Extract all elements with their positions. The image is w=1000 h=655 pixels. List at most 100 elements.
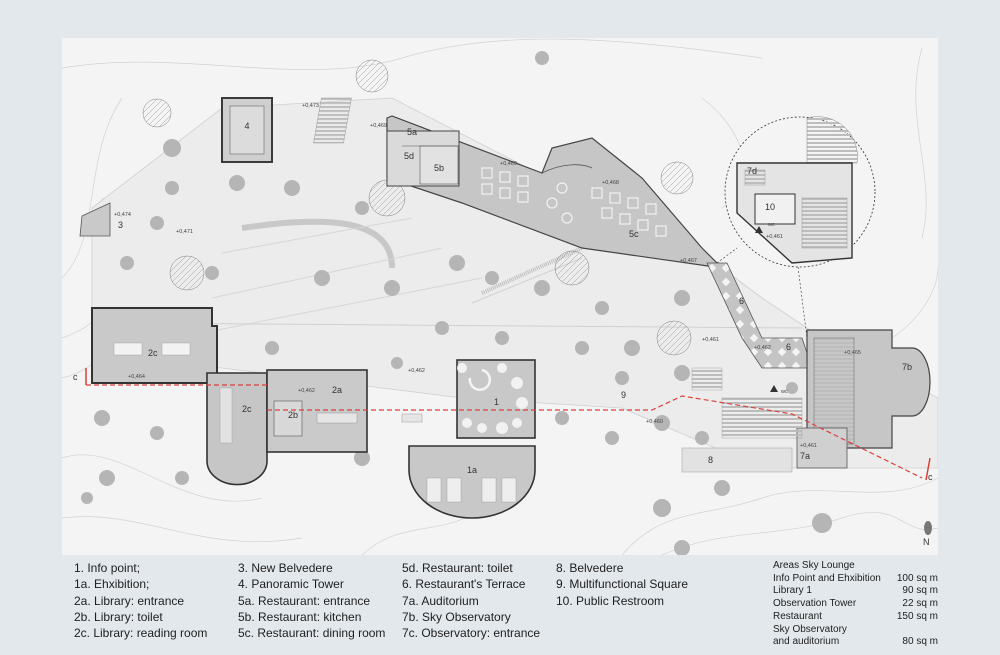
legend-item: 5d. Restaurant: toilet	[402, 561, 513, 575]
legend: 1. Info point; 1a. Ehxibition; 2a. Libra…	[62, 560, 938, 650]
restroom-detail-inset: 7d 10 wc +0,461	[716, 116, 876, 339]
large-trees	[142, 59, 694, 356]
label-2b: 2b	[288, 410, 298, 420]
label-4: 4	[244, 121, 249, 131]
section-line: c c	[73, 368, 933, 482]
library-wing: 2c 2a 2b	[206, 369, 368, 486]
label-3: 3	[118, 220, 123, 230]
legend-column-1: 1. Info point; 1a. Ehxibition; 2a. Libra…	[74, 560, 207, 641]
area-value: 80 sq m	[902, 636, 938, 648]
label-2a: 2a	[332, 385, 342, 395]
legend-item: 7b. Sky Observatory	[402, 609, 511, 624]
area-row: Restaurant 150 sq m	[773, 611, 938, 624]
legend-item: 5c. Restaurant: dining room	[238, 626, 386, 641]
stairs-south	[721, 397, 803, 439]
elevation-marks: +0,473 +0,469 +0,469 +0,468 +0,474 +0,47…	[114, 103, 861, 449]
label-1a: 1a	[467, 465, 477, 475]
area-row: and auditorium 80 sq m	[773, 636, 938, 649]
label-2c-alt: 2c	[242, 404, 252, 414]
belvedere	[681, 447, 793, 473]
elev-4: +0,468	[602, 180, 619, 186]
areas-table: Areas Sky Lounge Info Point and Ehxibiti…	[773, 560, 938, 649]
area-name: Info Point and Ehxibition	[773, 572, 881, 584]
legend-item: 5b. Restaurant: kitchen	[238, 609, 362, 624]
legend-item: 2c. Library: reading room	[74, 626, 208, 641]
new-belvedere	[79, 202, 111, 237]
legend-column-2: 3. New Belvedere 4. Panoramic Tower 5a. …	[238, 560, 385, 641]
area-name: Observation Tower	[773, 598, 857, 610]
area-name: Sky Observatory	[773, 623, 847, 635]
elev-16: +0,461	[766, 234, 783, 240]
trees	[81, 51, 889, 555]
area-value: 90 sq m	[902, 585, 938, 597]
elev-15: +0,461	[800, 443, 817, 449]
elev-13: +0,462	[408, 368, 425, 374]
elev-10: +0,465	[844, 350, 861, 356]
legend-item: 10. Public Restroom	[556, 593, 665, 608]
label-wc: wc	[780, 389, 788, 395]
elev-12: +0,462	[298, 388, 315, 394]
legend-item: 3. New Belvedere	[238, 561, 333, 575]
areas-title: Areas Sky Lounge	[773, 560, 855, 571]
elev-6: +0,471	[176, 229, 193, 235]
label-6b: 6	[786, 342, 791, 352]
area-row: Sky Observatory	[773, 624, 938, 637]
legend-column-4: 8. Belvedere 9. Multifunctional Square 1…	[556, 560, 688, 609]
area-row: Observation Tower 22 sq m	[773, 598, 938, 611]
area-name: Restaurant	[773, 610, 822, 622]
stairs-square	[691, 367, 723, 391]
label-1: 1	[494, 397, 499, 407]
north-arrow: N	[923, 521, 932, 547]
legend-item: 7c. Observatory: entrance	[402, 626, 541, 641]
area-name: and auditorium	[773, 636, 840, 648]
label-7b: 7b	[902, 362, 912, 372]
elev-2: +0,469	[370, 123, 387, 129]
site-plan: 4 3 5a 5d 5b 5c 6 6	[62, 38, 938, 555]
legend-item: 5a. Restaurant: entrance	[238, 593, 371, 608]
legend-item: 1. Info point;	[74, 561, 141, 575]
area-value: 150 sq m	[896, 610, 938, 622]
label-5a: 5a	[407, 127, 417, 137]
legend-item: 6. Restaurant's Terrace	[402, 577, 526, 592]
elev-1: +0,473	[302, 103, 319, 109]
panoramic-tower: 4	[221, 97, 273, 163]
legend-item: 4. Panoramic Tower	[238, 577, 344, 592]
area-value: 100 sq m	[896, 572, 938, 584]
elev-5: +0,474	[114, 212, 131, 218]
stairs-north	[313, 97, 352, 144]
exhibition: 1a	[408, 445, 536, 519]
elev-8: +0,461	[702, 337, 719, 343]
library-reading-room: 2c	[91, 307, 218, 384]
label-5d: 5d	[404, 151, 414, 161]
label-10: 10	[765, 202, 775, 212]
label-2c: 2c	[148, 348, 158, 358]
legend-item: 1a. Ehxibition;	[74, 577, 150, 592]
elev-3: +0,469	[500, 161, 517, 167]
legend-item: 2b. Library: toilet	[74, 609, 163, 624]
legend-item: 9. Multifunctional Square	[556, 577, 689, 592]
legend-item: 7a. Auditorium	[402, 593, 479, 608]
area-name: Library 1	[773, 585, 812, 597]
label-5c: 5c	[629, 229, 639, 239]
label-7d: 7d	[747, 166, 757, 176]
sky-observatory: 7b 7a wc	[770, 329, 931, 469]
elev-9: +0,462	[754, 345, 771, 351]
legend-item: 8. Belvedere	[556, 561, 624, 575]
label-7a: 7a	[800, 451, 810, 461]
section-marker-right: c	[928, 472, 933, 482]
restaurant-building: 5a 5d 5b 5c	[386, 115, 724, 269]
label-5b: 5b	[434, 163, 444, 173]
label-6a: 6	[739, 296, 744, 306]
section-marker-left: c	[73, 372, 78, 382]
label-wc-inset: wc	[767, 222, 775, 228]
label-9: 9	[621, 390, 626, 400]
elev-11: +0,464	[128, 374, 145, 380]
elev-14: +0,460	[646, 419, 663, 425]
info-point: 1	[401, 359, 536, 439]
label-8: 8	[708, 455, 713, 465]
area-row: Library 1 90 sq m	[773, 585, 938, 598]
legend-column-3: 5d. Restaurant: toilet 6. Restaurant's T…	[402, 560, 540, 641]
area-row: Info Point and Ehxibition 100 sq m	[773, 573, 938, 586]
area-value: 22 sq m	[902, 598, 938, 610]
north-label: N	[923, 537, 930, 547]
